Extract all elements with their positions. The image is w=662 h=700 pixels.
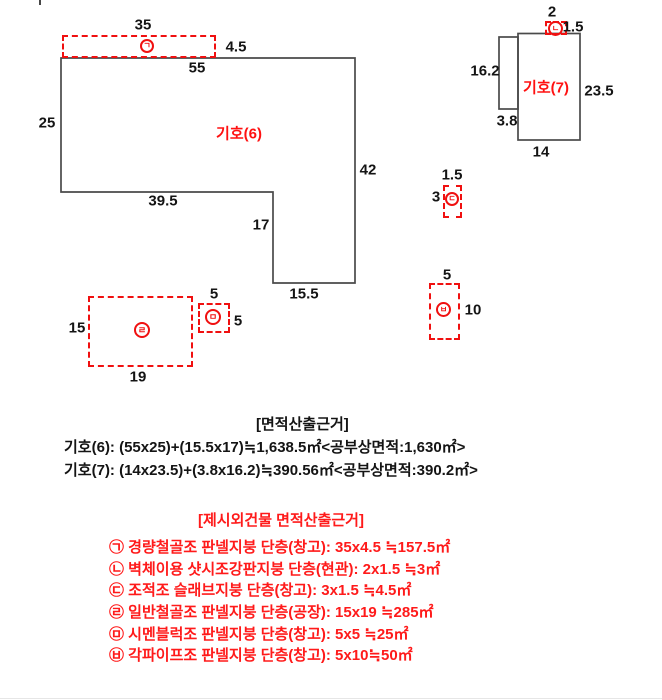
dim-3-8: 3.8: [496, 112, 518, 130]
area-basis-heading: [면적산출근거]: [256, 416, 349, 433]
circled-rieul-icon: ㄹ: [134, 322, 150, 338]
extra-building-giyeok-box: [62, 35, 216, 58]
dim-2: 2: [547, 3, 557, 21]
dim-14: 14: [532, 143, 550, 161]
area-basis-line-1: 기호(6): (55x25)+(15.5x17)≒1,638.5㎡<공부상면적:…: [64, 439, 466, 456]
bottom-rule: [0, 698, 662, 699]
building-7-annex-outline: [498, 36, 519, 110]
extra-buildings-line-2: ㉡ 벽체이용 샷시조강판지붕 단층(현관): 2x1.5 ≒3㎡: [109, 561, 441, 578]
circled-digeut-icon: ㄷ: [445, 192, 459, 206]
building-6-label: 기호(6): [216, 125, 262, 143]
dim-10: 10: [464, 301, 482, 319]
circled-nieun-icon: ㄴ: [548, 21, 563, 36]
dim-42: 42: [359, 161, 377, 179]
dim-15: 15: [68, 319, 86, 337]
building-7-label: 기호(7): [523, 79, 569, 97]
dim-5t: 5: [209, 285, 219, 303]
building-6-outline: [60, 57, 356, 284]
dim-35: 35: [134, 16, 152, 34]
extra-buildings-line-5: ㉤ 시멘블럭조 판넬지붕 단층(창고): 5x5 ≒25㎡: [109, 626, 409, 643]
dim-1-5b: 1.5: [562, 18, 584, 36]
dim-25: 25: [38, 114, 56, 132]
dim-5f: 5: [442, 266, 452, 284]
dim-1-5c: 1.5: [441, 166, 463, 184]
dim-55: 55: [188, 59, 206, 77]
circled-giyeok-icon: ㄱ: [140, 39, 154, 53]
extra-buildings-line-1: ㉠ 경량철골조 판넬지붕 단층(창고): 35x4.5 ≒157.5㎡: [109, 539, 451, 556]
extra-building-digeut-box: [443, 185, 462, 218]
dim-4-5: 4.5: [225, 38, 247, 56]
dim-5r: 5: [233, 312, 243, 330]
dim-3: 3: [431, 188, 441, 206]
circled-bieup-icon: ㅂ: [436, 302, 451, 317]
dim-15-5: 15.5: [289, 285, 319, 303]
dim-17: 17: [252, 216, 270, 234]
dim-19: 19: [129, 368, 147, 386]
extra-building-mieum-box: [198, 303, 230, 333]
area-basis-line-2: 기호(7): (14x23.5)+(3.8x16.2)≒390.56㎡<공부상면…: [64, 462, 478, 479]
extra-building-bieup-box: [429, 283, 460, 340]
extra-buildings-heading: [제시외건물 면적산출근거]: [198, 512, 364, 529]
extra-buildings-line-4: ㉣ 일반철골조 판넬지붕 단층(공장): 15x19 ≒285㎡: [109, 604, 434, 621]
dim-23-5: 23.5: [584, 82, 614, 100]
dim-16-2: 16.2: [470, 62, 500, 80]
dim-39-5: 39.5: [148, 192, 178, 210]
extra-buildings-line-3: ㉢ 조적조 슬래브지붕 단층(창고): 3x1.5 ≒4.5㎡: [109, 582, 412, 599]
circled-mieum-icon: ㅁ: [205, 309, 221, 325]
top-edge-tick: [39, 0, 41, 5]
extra-buildings-line-6: ㉥ 각파이프조 판넬지붕 단층(창고): 5x10≒50㎡: [109, 647, 413, 664]
extra-building-rieul-box: [88, 296, 193, 367]
